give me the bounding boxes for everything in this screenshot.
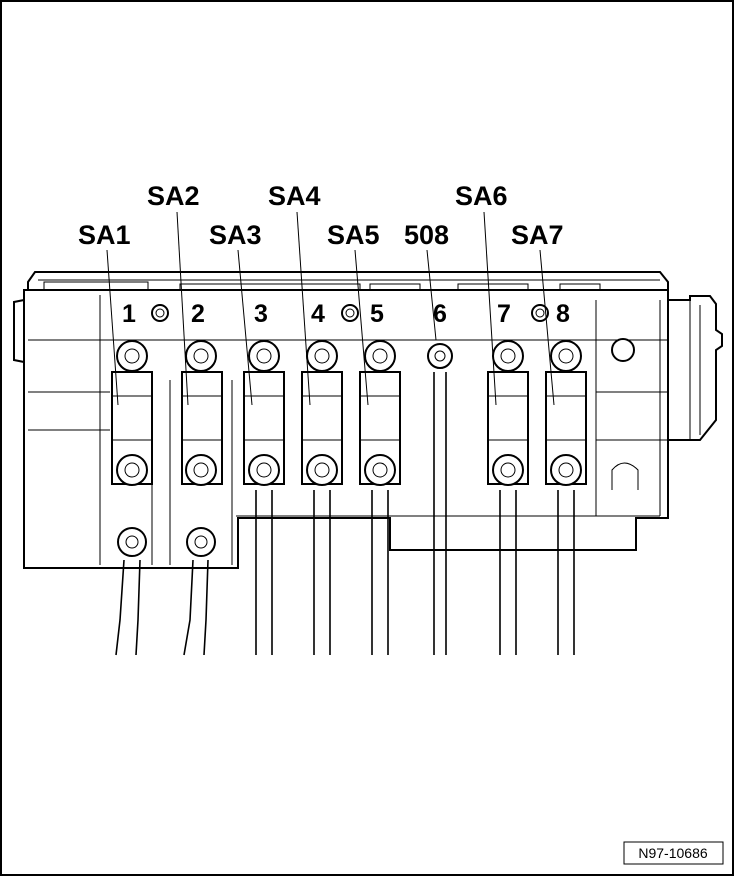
figure-code: N97-10686 <box>638 845 707 861</box>
callout-508: 508 <box>404 220 449 250</box>
figure-code-box: N97-10686 <box>623 841 724 865</box>
slot-number-4: 4 <box>311 300 325 328</box>
slot-number-1: 1 <box>122 300 136 328</box>
slot-number-6: 6 <box>433 300 447 328</box>
slot-number-5: 5 <box>370 300 384 328</box>
callout-sa7: SA7 <box>511 220 564 250</box>
slot-number-2: 2 <box>191 300 205 328</box>
callout-sa6: SA6 <box>455 181 508 211</box>
callout-sa3: SA3 <box>209 220 262 250</box>
callout-sa4: SA4 <box>268 181 321 211</box>
terminal-nuts <box>116 340 582 557</box>
slot-numbers: 1 2 3 4 5 6 7 8 <box>122 300 570 328</box>
callout-labels: SA1 SA2 SA3 SA4 SA5 508 SA6 SA7 <box>78 181 564 250</box>
cables <box>115 372 575 656</box>
callout-sa1: SA1 <box>78 220 131 250</box>
slot-number-3: 3 <box>254 300 268 328</box>
callout-sa5: SA5 <box>327 220 380 250</box>
slot-number-7: 7 <box>497 300 511 328</box>
callout-sa2: SA2 <box>147 181 200 211</box>
slot-number-8: 8 <box>556 300 570 328</box>
leader-lines <box>106 211 555 406</box>
